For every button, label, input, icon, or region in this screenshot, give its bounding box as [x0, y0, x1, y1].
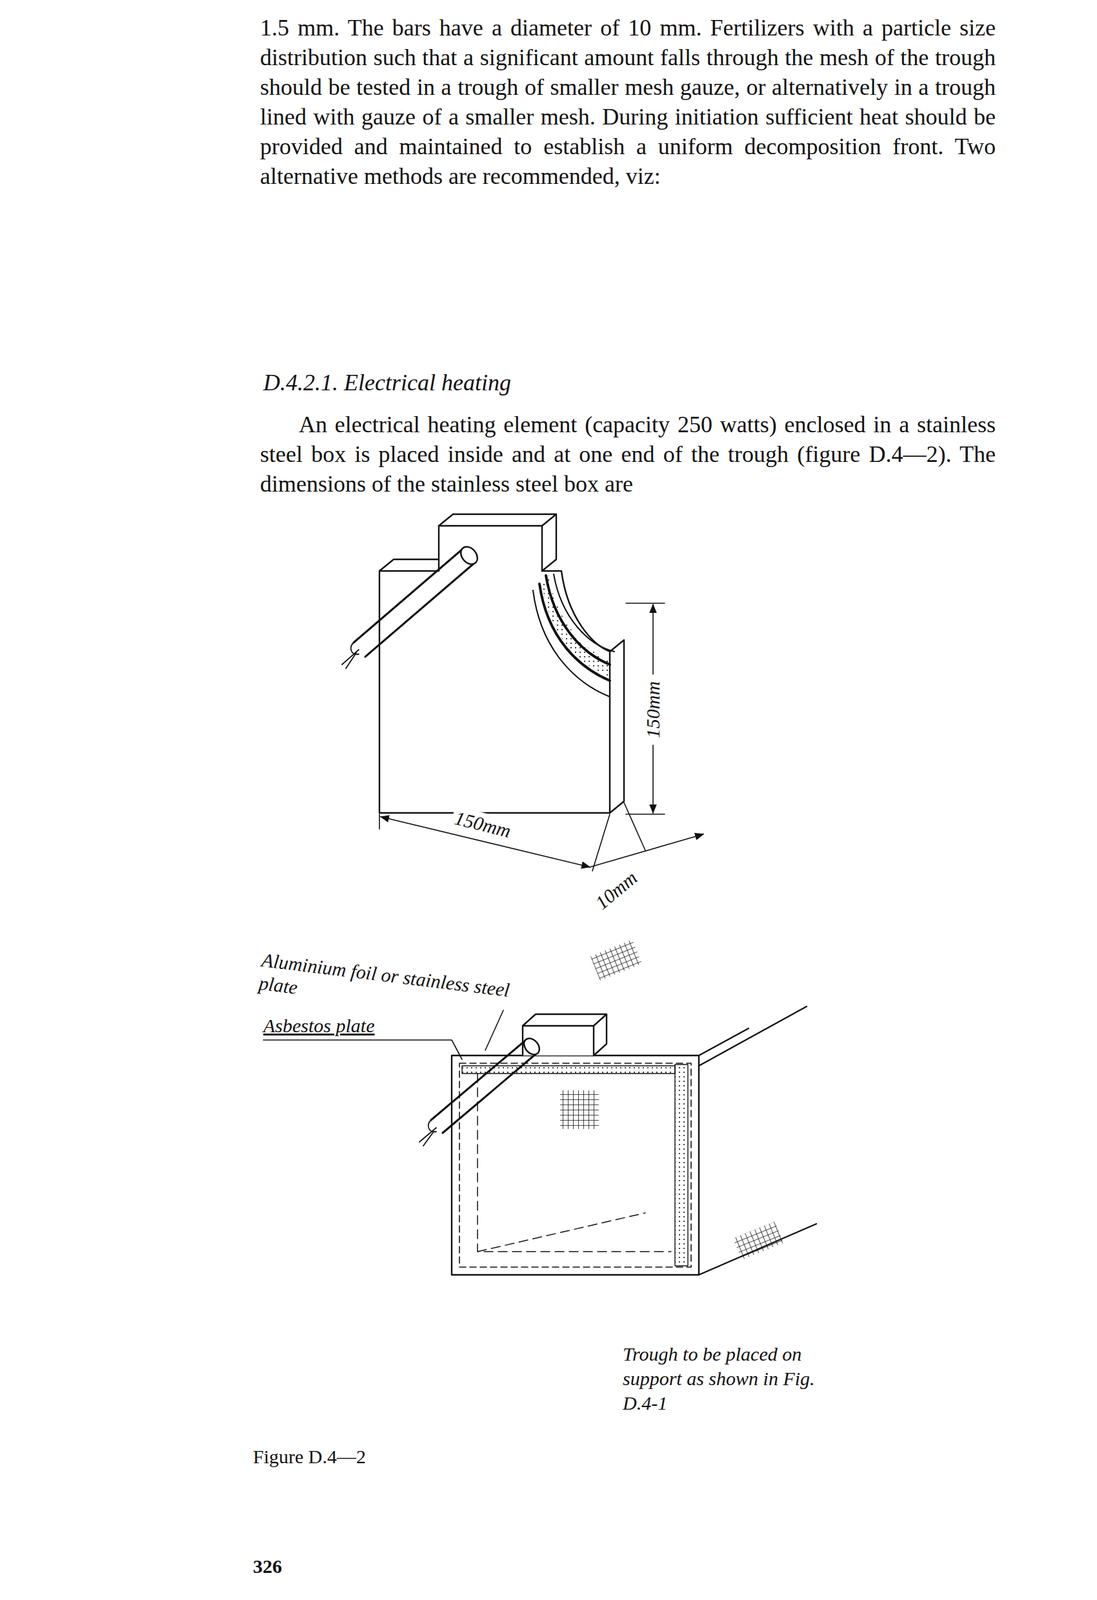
leader-line — [263, 1040, 463, 1060]
cable — [431, 1040, 536, 1134]
dimension-label: 150mm — [449, 805, 516, 844]
hidden-line — [477, 1073, 672, 1252]
heater-box-depth — [379, 514, 624, 814]
trough-edge — [698, 1006, 817, 1276]
cable-core — [342, 642, 359, 669]
body-paragraph: 1.5 mm. The bars have a diameter of 10 m… — [260, 12, 996, 192]
page-number: 326 — [252, 1555, 282, 1579]
dimension-line — [589, 834, 704, 868]
cutaway-layer — [539, 583, 610, 681]
cable-end — [457, 543, 481, 568]
dimension-label: 150mm — [641, 678, 665, 741]
part-label: Asbestos plate — [263, 1014, 375, 1038]
foil-lining — [674, 1064, 688, 1267]
leader-line — [485, 1010, 504, 1051]
cable-core — [419, 1120, 437, 1147]
mesh-patch — [560, 1090, 599, 1130]
cutaway-layer — [553, 574, 615, 652]
part-label: Aluminium foil or stainless steel plate — [257, 948, 520, 1027]
dimension-line — [652, 745, 654, 814]
asbestos-plate — [459, 1063, 692, 1268]
figure-caption: Figure D.4—2 — [252, 1445, 366, 1469]
mesh-patch — [733, 1221, 784, 1261]
dimension-line — [652, 604, 654, 675]
extension-line — [625, 603, 665, 815]
cable-end — [520, 1035, 543, 1058]
mesh-patch — [590, 939, 643, 981]
heater-box-front — [379, 525, 610, 814]
extension-line — [623, 802, 646, 851]
cable — [353, 548, 475, 657]
body-paragraph: An electrical heating element (capacity … — [260, 409, 996, 499]
cutaway-layer — [533, 590, 610, 697]
trough-end-face — [451, 1055, 699, 1276]
dimension-label: 10mm — [588, 864, 644, 917]
figure-note: Trough to be placed on support as shown … — [622, 1342, 836, 1416]
section-heading: D.4.2.1. Electrical heating — [263, 369, 512, 397]
